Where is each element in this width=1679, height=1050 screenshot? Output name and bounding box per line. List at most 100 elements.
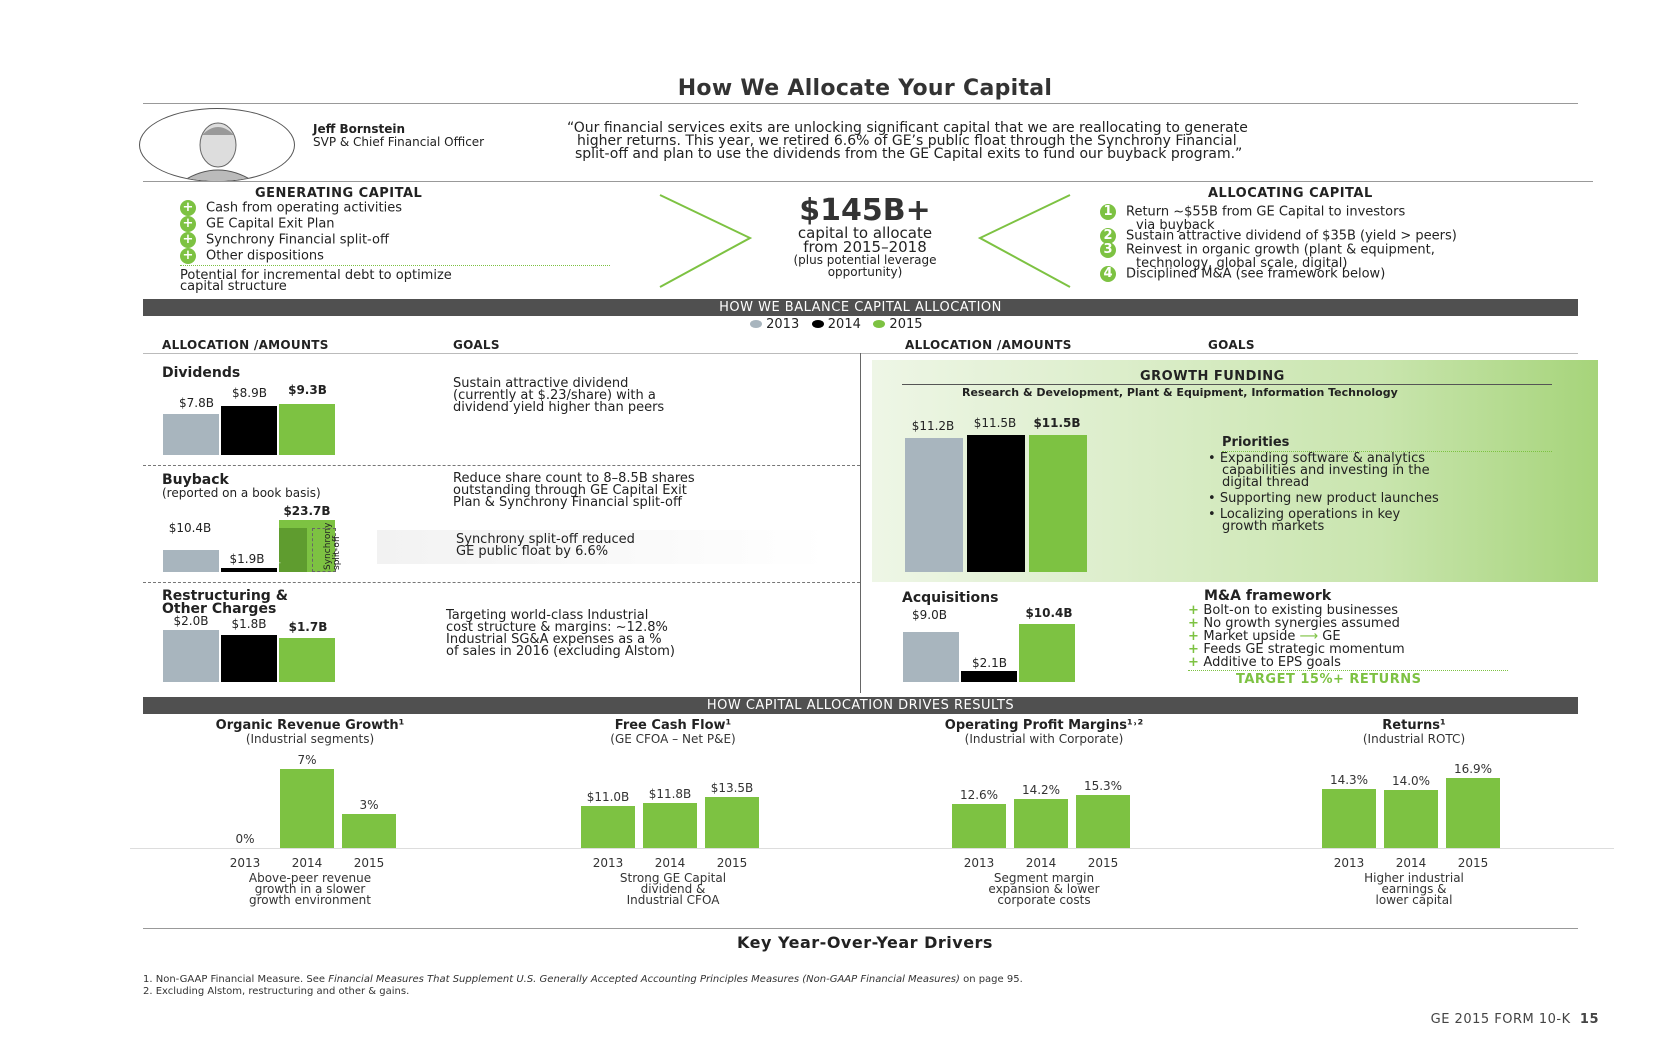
- chevron-left-icon: [977, 194, 1071, 288]
- list-item: + Market upside ⟶ GE: [1188, 630, 1405, 643]
- list-item-label: capabilities and investing in the: [1222, 463, 1430, 478]
- bar-synchrony: [279, 528, 307, 572]
- list-item: + Feeds GE strategic momentum: [1188, 643, 1405, 656]
- goal-line: (currently at $.23/share) with a: [453, 388, 656, 403]
- synchrony-label: Synchrony split-off: [323, 522, 342, 570]
- bar-2013: [905, 438, 963, 572]
- divider: [143, 465, 860, 466]
- plus-icon: +: [1188, 629, 1204, 644]
- synchrony-bracket: [312, 528, 336, 572]
- tick-label: 2015: [716, 856, 748, 870]
- data-label: $1.7B: [288, 620, 328, 634]
- result-caption: expansion & lower: [988, 882, 1100, 896]
- data-label: 14.2%: [1021, 782, 1061, 797]
- list-item: + Additive to EPS goals: [1188, 656, 1405, 669]
- result-bar: [581, 806, 635, 848]
- list-item-label: Reinvest in organic growth (plant & equi…: [1126, 242, 1435, 258]
- capital-line: capital to allocate: [797, 224, 933, 242]
- goal-line: of sales in 2016 (excluding Alstom): [446, 644, 675, 659]
- list-item-label: digital thread: [1222, 475, 1310, 490]
- list-item: + No growth synergies assumed: [1188, 617, 1405, 630]
- result-bar: [1322, 789, 1376, 848]
- goal-line: Sustain attractive dividend: [453, 376, 629, 391]
- goal-line: Reduce share count to 8–8.5B shares: [453, 471, 695, 486]
- plus-icon: +: [1188, 616, 1204, 631]
- legend-label: 2014: [827, 317, 861, 332]
- data-label: $7.8B: [179, 396, 214, 410]
- col-header-alloc: ALLOCATION /AMOUNTS: [905, 338, 1072, 352]
- data-label: 12.6%: [959, 788, 999, 803]
- note-line: capital structure: [180, 279, 287, 294]
- restructuring-goal: Targeting world-class Industrial cost st…: [446, 608, 675, 659]
- capital-line: from 2015–2018: [803, 238, 927, 256]
- result-caption: growth environment: [249, 893, 371, 907]
- list-item-label: Sustain attractive dividend of $35B (yie…: [1126, 228, 1457, 244]
- bar-2013: [163, 550, 219, 572]
- goal-line: Plan & Synchrony Financial split-off: [453, 495, 682, 510]
- goal-line: outstanding through GE Capital Exit: [453, 483, 687, 498]
- data-label: 3%: [359, 798, 379, 813]
- label-line: Restructuring &: [162, 588, 288, 604]
- legend-swatch-2015: [873, 320, 886, 328]
- tick-label: 2015: [1457, 856, 1489, 870]
- page-title: How We Allocate Your Capital: [677, 76, 1053, 101]
- divider: [1222, 451, 1552, 452]
- plus-icon: +: [180, 200, 196, 216]
- list-item: • Supporting new product launches: [1208, 491, 1439, 506]
- data-label: $9.0B: [912, 608, 947, 622]
- result-bar: [1384, 790, 1438, 848]
- restructuring-chart: $2.0B $1.8B $1.7B: [162, 612, 347, 682]
- capital-amount: $145B+: [799, 193, 931, 228]
- page-footer: GE 2015 FORM 10-K 15: [1431, 1012, 1599, 1027]
- footnote-2: 2. Excluding Alstom, restructuring and o…: [143, 986, 410, 997]
- tick-label: 2014: [1025, 856, 1057, 870]
- goal-line: Targeting world-class Industrial: [446, 608, 649, 623]
- tick-label: 2014: [291, 856, 323, 870]
- goal-line: dividend yield higher than peers: [453, 400, 665, 415]
- result-bar: [643, 803, 697, 848]
- plus-icon: +: [180, 216, 196, 232]
- generating-heading: GENERATING CAPITAL: [255, 186, 423, 201]
- data-label: $9.3B: [288, 383, 327, 397]
- data-label: 14.0%: [1391, 774, 1431, 789]
- plus-icon: +: [180, 232, 196, 248]
- result-caption: earnings &: [1381, 882, 1447, 896]
- result-subtitle: (GE CFOA – Net P&E): [610, 732, 736, 746]
- result-caption: growth in a slower: [254, 882, 366, 896]
- buyback-label: Buyback: [162, 472, 229, 488]
- tick-label: 2015: [1087, 856, 1119, 870]
- data-label: 0%: [235, 832, 255, 846]
- result-bar: [342, 814, 396, 848]
- result-caption: Above-peer revenue: [248, 871, 372, 885]
- list-item-label: GE: [1322, 629, 1341, 644]
- result-subtitle: (Industrial segments): [245, 732, 375, 746]
- list-item: +GE Capital Exit Plan: [180, 216, 620, 232]
- buyback-note-bg: [377, 530, 827, 564]
- capital-line: (plus potential leverage: [793, 253, 937, 267]
- number-icon: 3: [1100, 242, 1116, 258]
- allocating-heading: ALLOCATING CAPITAL: [1208, 186, 1373, 201]
- divider: [902, 384, 1552, 385]
- exec-quote: “Our financial services exits are unlock…: [567, 120, 1567, 161]
- tick-label: 2014: [654, 856, 686, 870]
- tick-label: 2014: [1395, 856, 1427, 870]
- divider: [1188, 670, 1508, 671]
- data-label: $1.8B: [231, 617, 267, 631]
- bar-2014: [967, 435, 1025, 572]
- bar-2015: [279, 404, 335, 455]
- tick-label: 2013: [963, 856, 995, 870]
- result-caption: Industrial CFOA: [626, 893, 720, 907]
- bar-2014: [221, 406, 277, 455]
- list-item-label: Additive to EPS goals: [1203, 655, 1341, 670]
- quote-line: “Our financial services exits are unlock…: [567, 120, 1248, 136]
- quote-line: higher returns. This year, we retired 6.…: [577, 133, 1237, 149]
- arrow-right-icon: ⟶: [1299, 629, 1319, 644]
- result-caption: Segment margin: [993, 871, 1095, 885]
- buyback-note: Synchrony split-off reduced GE public fl…: [456, 533, 635, 558]
- data-label: $11.0B: [586, 790, 630, 805]
- result-caption: Strong GE Capital: [619, 871, 727, 885]
